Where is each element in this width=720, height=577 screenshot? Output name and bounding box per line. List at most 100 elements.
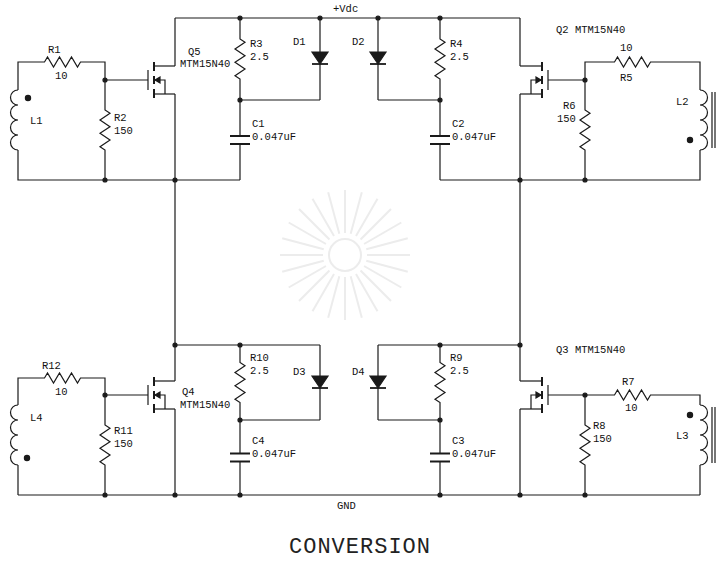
part-value: 150 <box>593 433 612 445</box>
wire <box>665 62 700 90</box>
part-name: C3 <box>452 435 465 447</box>
core-line <box>714 92 715 148</box>
caption: CONVERSION <box>289 535 431 561</box>
part-name: Q4 <box>182 386 195 398</box>
mosfet-symbol <box>148 62 175 98</box>
wire <box>18 494 700 495</box>
junction-dot <box>173 493 177 497</box>
part-value: MTM15N40 <box>180 58 230 70</box>
part-name: L3 <box>676 430 689 442</box>
watermark-ray <box>344 190 346 233</box>
part-name: R11 <box>114 425 133 437</box>
watermark-ray <box>299 209 329 239</box>
wire <box>240 99 320 100</box>
mosfet-symbol <box>520 62 548 98</box>
watermark-ray <box>328 192 339 234</box>
junction-dot <box>238 98 242 102</box>
junction-dot <box>238 493 242 497</box>
core-line <box>711 407 712 463</box>
junction-dot <box>438 493 442 497</box>
junction-dot <box>518 343 522 347</box>
part-name: D3 <box>293 366 306 378</box>
wire <box>95 378 148 395</box>
inductor-coil <box>700 90 708 150</box>
part-value: 10 <box>620 42 633 54</box>
core-line <box>714 407 715 463</box>
part-name: R4 <box>450 38 463 50</box>
resistor-symbol <box>30 57 95 67</box>
wire <box>548 394 600 395</box>
junction-dot <box>376 16 380 20</box>
junction-dot <box>518 493 522 497</box>
wire <box>175 17 520 18</box>
part-name: C2 <box>452 118 465 130</box>
wire <box>174 94 175 381</box>
part-value: 150 <box>114 125 133 137</box>
wire <box>240 419 320 420</box>
junction-dot <box>103 393 107 397</box>
part-value: 2.5 <box>450 51 469 63</box>
capacitor-symbol <box>430 100 450 180</box>
wire <box>378 344 520 345</box>
wire <box>519 18 520 66</box>
watermark-ray <box>361 209 391 239</box>
resistor-symbol <box>235 18 245 100</box>
part-value: 0.047uF <box>452 131 496 143</box>
resistor-symbol <box>100 395 110 495</box>
part-name: R3 <box>250 38 263 50</box>
watermark-ray <box>364 266 401 288</box>
part-name: R1 <box>48 44 61 56</box>
wire <box>519 409 520 495</box>
polarity-dot <box>24 455 29 460</box>
junction-dot <box>238 343 242 347</box>
wire <box>174 18 175 66</box>
inductor-coil <box>11 405 18 465</box>
resistor-symbol <box>30 373 95 383</box>
wire <box>175 344 320 345</box>
junction-dot <box>438 343 442 347</box>
junction-dot <box>103 178 107 182</box>
part-name: L4 <box>30 412 43 424</box>
diode-symbol <box>312 345 328 420</box>
junction-dot <box>518 178 522 182</box>
part-value: 150 <box>114 438 133 450</box>
resistor-symbol <box>600 390 665 400</box>
resistor-symbol <box>435 345 445 420</box>
part-value: 0.047uF <box>452 448 496 460</box>
part-name: D2 <box>352 36 365 48</box>
resistor-symbol <box>435 18 445 100</box>
wire <box>699 465 700 495</box>
watermark-ray <box>361 271 391 301</box>
wire <box>18 62 30 90</box>
watermark-ray <box>356 199 378 236</box>
junction-dot <box>583 493 587 497</box>
part-name: C1 <box>252 118 265 130</box>
wire <box>440 150 700 180</box>
part-value: 10 <box>55 70 68 82</box>
resistor-symbol <box>100 80 110 180</box>
wire <box>17 465 18 495</box>
polarity-dot <box>687 412 692 417</box>
part-name: R5 <box>620 72 633 84</box>
diode-symbol <box>312 18 328 100</box>
wire <box>548 62 600 80</box>
part-name: Q2 MTM15N40 <box>556 24 625 36</box>
part-name: L1 <box>30 115 43 127</box>
watermark-ray <box>280 254 323 256</box>
junction-dot <box>238 418 242 422</box>
watermark-ray <box>299 271 329 301</box>
capacitor-symbol <box>430 420 450 495</box>
part-name: R10 <box>250 352 269 364</box>
core-line <box>711 92 712 148</box>
part-value: 0.047uF <box>252 131 296 143</box>
part-name: R6 <box>563 100 576 112</box>
wire <box>174 409 175 495</box>
polarity-dot <box>25 95 30 100</box>
junction-dot <box>173 178 177 182</box>
part-value: 10 <box>625 402 638 414</box>
wire <box>378 419 440 420</box>
junction-dot <box>583 393 587 397</box>
junction-dot <box>103 78 107 82</box>
